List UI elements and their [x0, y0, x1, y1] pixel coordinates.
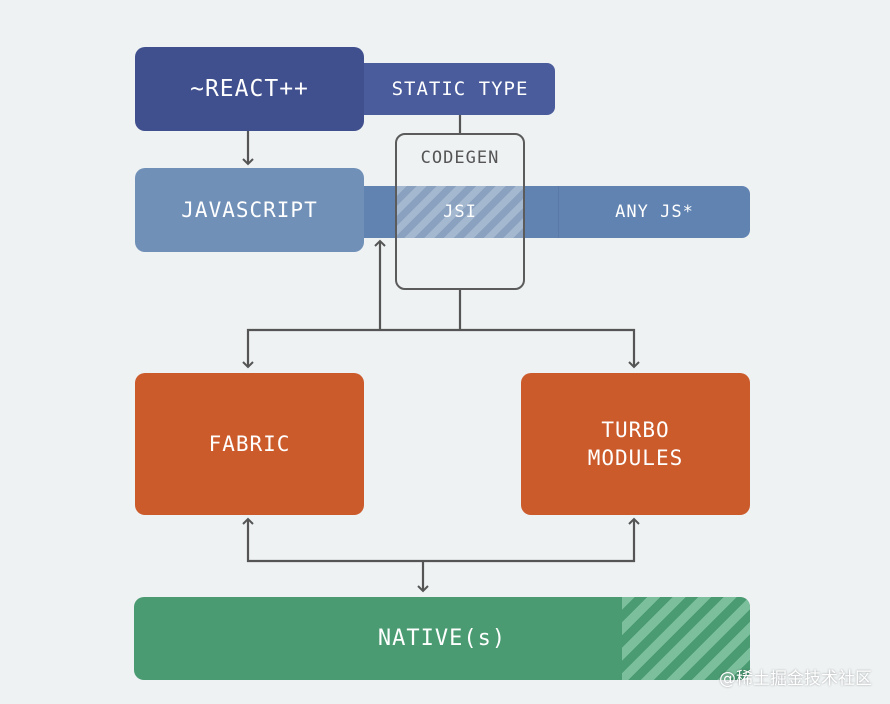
static-type-label: STATIC TYPE — [391, 78, 529, 100]
react-label: ~REACT++ — [190, 76, 309, 102]
turbo-modules-node: TURBO MODULES — [521, 373, 750, 515]
watermark-text: @稀土掘金技术社区 — [719, 669, 872, 689]
fabric-node: FABRIC — [135, 373, 364, 515]
native-label: NATIVE(s) — [377, 626, 507, 651]
codegen-label: CODEGEN — [420, 148, 500, 168]
static-type-node: STATIC TYPE — [345, 63, 555, 115]
any-js-label: ANY JS* — [615, 202, 694, 222]
turbo-label-line1: TURBO — [601, 418, 670, 442]
jsi-node: JSI — [397, 186, 523, 238]
javascript-node: JAVASCRIPT — [135, 168, 364, 252]
react-node: ~REACT++ — [135, 47, 364, 131]
native-node: NATIVE(s) — [134, 597, 750, 680]
javascript-label: JAVASCRIPT — [181, 198, 318, 222]
split-to-fabric-turbo-line — [242, 328, 640, 369]
codegen-frame — [395, 133, 525, 290]
jsi-label: JSI — [443, 202, 477, 222]
native-hatch-pattern — [622, 597, 750, 680]
fabric-label: FABRIC — [208, 432, 291, 456]
fabric-turbo-to-native-line — [242, 517, 640, 563]
turbo-label-line2: MODULES — [587, 446, 684, 470]
any-js-node: ANY JS* — [558, 186, 750, 238]
